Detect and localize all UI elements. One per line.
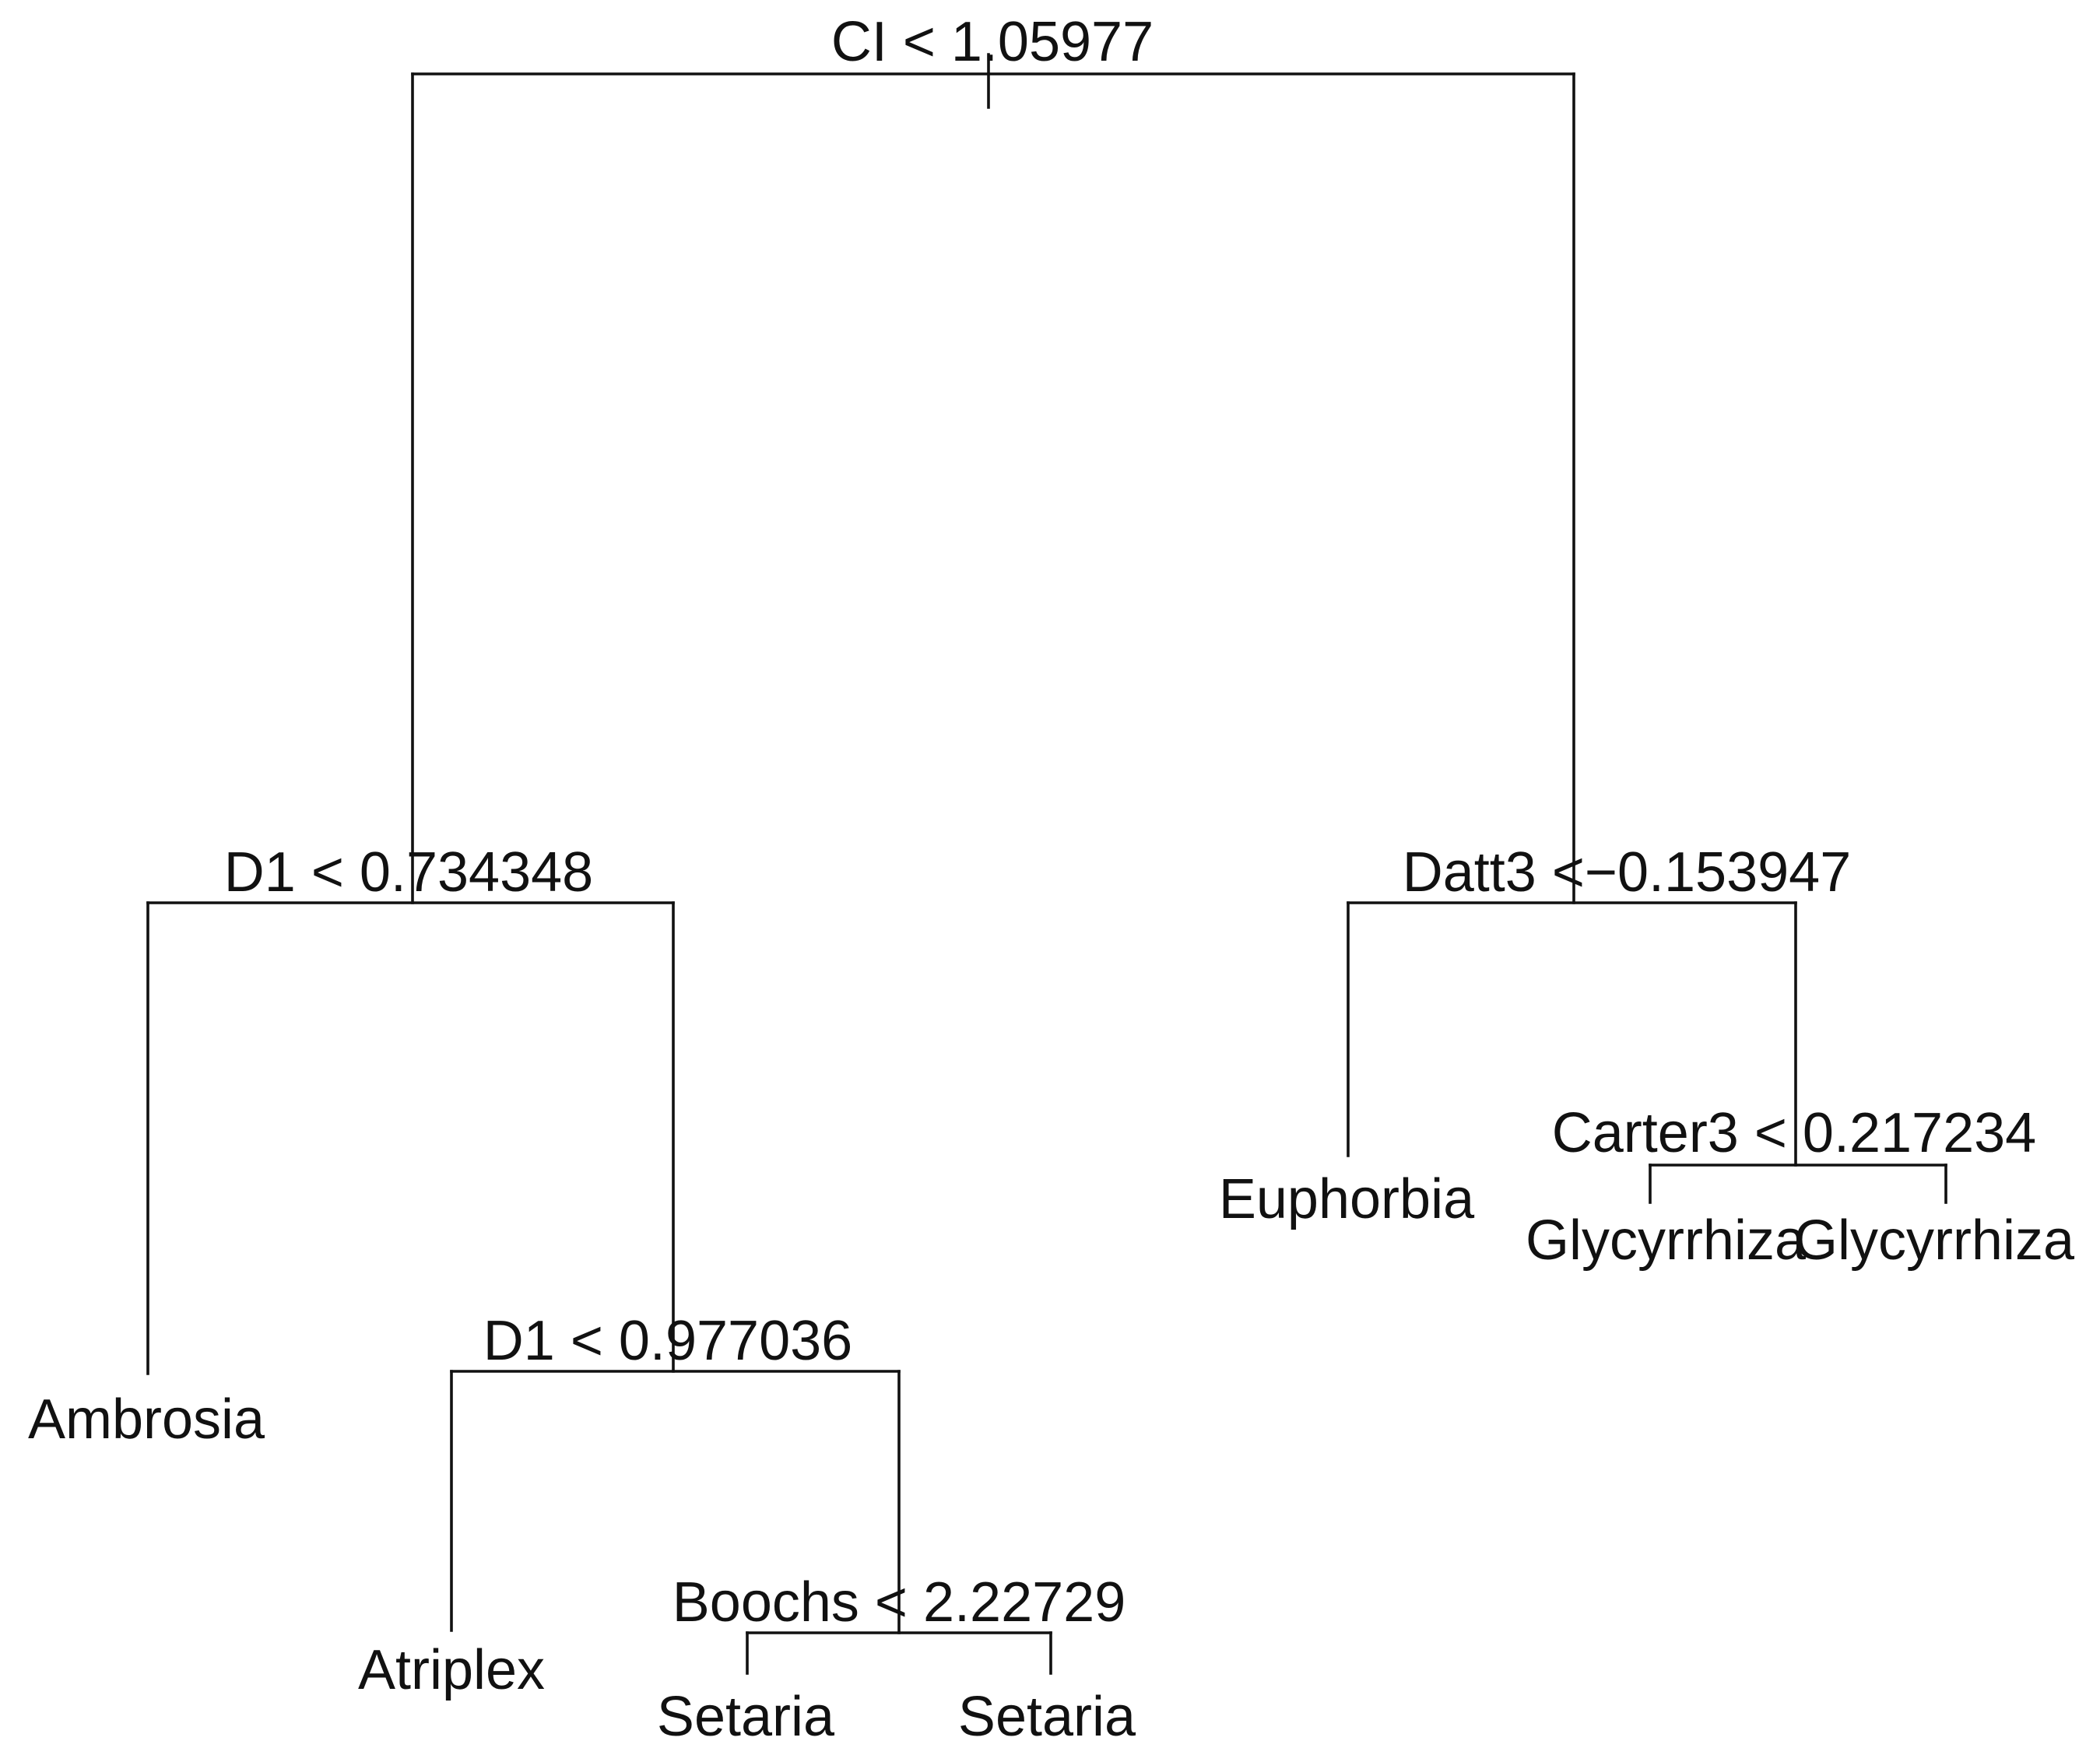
split-label-n_right: Datt3 <−0.153947	[1403, 841, 1852, 904]
split-label-n_boochs: Boochs < 2.22729	[672, 1571, 1126, 1634]
leaf-label-leaf_setaria_2: Setaria	[958, 1686, 1136, 1748]
leaf-label-leaf_glycyrrhiza_2: Glycyrrhiza	[1794, 1209, 2075, 1272]
split-label-n_left_right: D1 < 0.977036	[483, 1310, 852, 1372]
leaf-label-leaf_euphorbia: Euphorbia	[1219, 1168, 1475, 1230]
leaf-label-leaf_setaria_1: Setaria	[657, 1686, 835, 1748]
split-label-root: CI < 1.05977	[831, 11, 1154, 73]
leaf-label-leaf_atriplex: Atriplex	[358, 1639, 545, 1701]
split-label-n_left: D1 < 0.734348	[224, 841, 593, 904]
split-label-n_carter: Carter3 < 0.217234	[1552, 1102, 2036, 1164]
tree-edges	[146, 53, 1947, 1675]
leaf-label-leaf_ambrosia: Ambrosia	[28, 1388, 265, 1451]
leaf-label-leaf_glycyrrhiza_1: Glycyrrhiza	[1526, 1209, 1807, 1272]
